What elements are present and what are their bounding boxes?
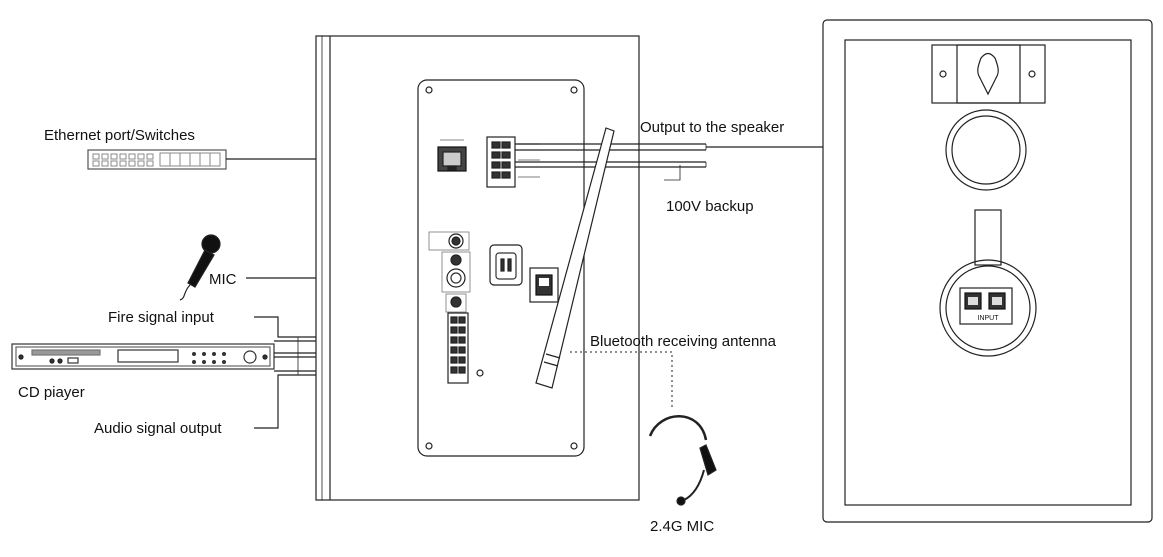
speaker-output-terminal <box>486 136 540 188</box>
handheld-mic <box>179 234 221 301</box>
power-switch <box>529 267 559 303</box>
bluetooth-leader <box>570 351 673 410</box>
ethernet-label: Ethernet port/Switches <box>44 127 195 144</box>
backup-100v-label: 100V backup <box>666 198 754 215</box>
speaker-port <box>945 109 1027 191</box>
input-terminal: INPUT <box>939 259 1037 357</box>
ethernet-switch <box>87 149 227 170</box>
mic-label: MIC <box>209 271 237 288</box>
passive-speaker-cabinet <box>822 19 1153 523</box>
volume-knob <box>428 231 470 251</box>
fire-signal-label: Fire signal input <box>108 309 214 326</box>
wall-mount-bracket <box>931 44 1046 104</box>
rj45-port <box>437 139 467 172</box>
bluetooth-antenna <box>535 127 615 389</box>
bluetooth-antenna-label: Bluetooth receiving antenna <box>590 333 776 350</box>
input-terminal-label: INPUT <box>978 315 1000 322</box>
aux-jack <box>445 293 467 313</box>
signal-terminal-block <box>447 312 469 384</box>
audio-output-label: Audio signal output <box>94 420 222 437</box>
mic-jack <box>441 251 471 293</box>
cd-player <box>11 343 275 370</box>
cd-player-label: CD piayer <box>18 384 85 401</box>
power-socket <box>489 244 523 286</box>
output-speaker-label: Output to the speaker <box>640 119 785 136</box>
mic-24g-label: 2.4G MIC <box>650 518 715 535</box>
headset-mic <box>648 415 717 506</box>
transformer-block <box>974 209 1002 266</box>
